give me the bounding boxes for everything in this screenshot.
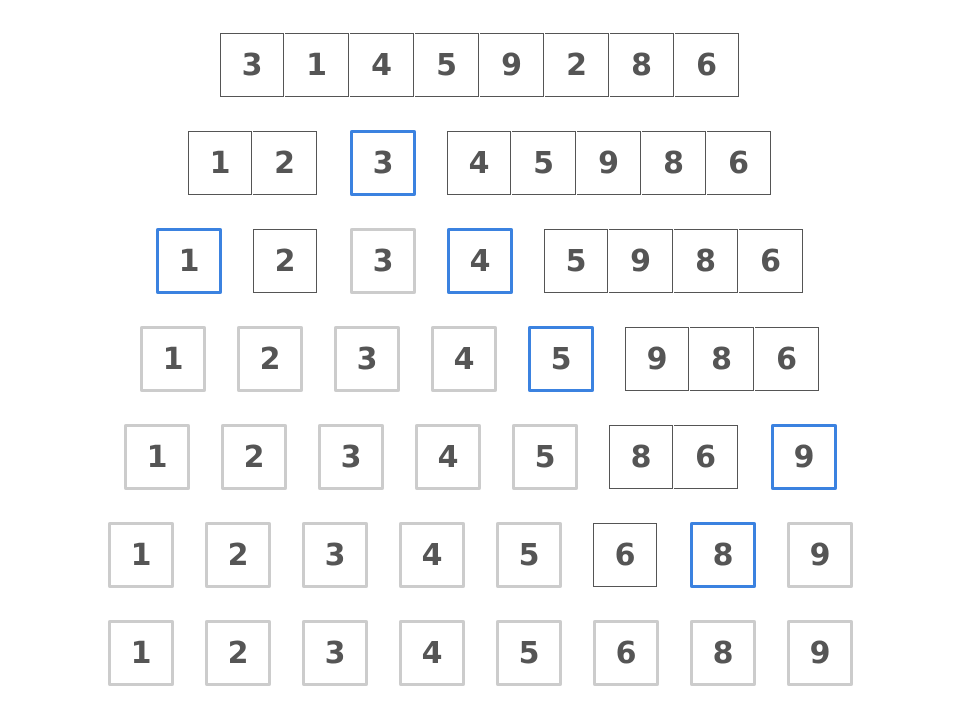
array-cell: 2: [253, 131, 317, 195]
array-cell: 8: [690, 327, 754, 391]
array-cell: 6: [739, 229, 803, 293]
sorted-cell: 1: [124, 424, 190, 490]
sorted-cell: 3: [350, 228, 416, 294]
sorted-cell: 2: [221, 424, 287, 490]
array-cell: 8: [674, 229, 738, 293]
sorted-cell: 8: [690, 620, 756, 686]
sorted-cell: 3: [302, 522, 368, 588]
array-cell: 5: [415, 33, 479, 97]
sorted-cell: 3: [334, 326, 400, 392]
sorted-cell: 2: [237, 326, 303, 392]
sorted-cell: 1: [108, 620, 174, 686]
array-cell: 3: [220, 33, 284, 97]
sorted-cell: 2: [205, 522, 271, 588]
pivot-cell: 8: [690, 522, 756, 588]
sorted-cell: 4: [399, 522, 465, 588]
array-cell: 2: [253, 229, 317, 293]
pivot-cell: 4: [447, 228, 513, 294]
array-cell: 6: [675, 33, 739, 97]
sorted-cell: 5: [496, 620, 562, 686]
sorted-cell: 3: [302, 620, 368, 686]
sorted-cell: 1: [108, 522, 174, 588]
array-cell: 6: [674, 425, 738, 489]
array-cell: 9: [577, 131, 641, 195]
array-cell: 6: [707, 131, 771, 195]
sorted-cell: 4: [431, 326, 497, 392]
sorted-cell: 4: [415, 424, 481, 490]
array-cell: 6: [593, 523, 657, 587]
pivot-cell: 9: [771, 424, 837, 490]
sorted-cell: 4: [399, 620, 465, 686]
array-cell: 8: [642, 131, 706, 195]
array-cell: 8: [609, 425, 673, 489]
sorted-cell: 1: [140, 326, 206, 392]
sorted-cell: 5: [496, 522, 562, 588]
array-cell: 1: [188, 131, 252, 195]
pivot-cell: 3: [350, 130, 416, 196]
array-cell: 5: [512, 131, 576, 195]
array-cell: 2: [545, 33, 609, 97]
pivot-cell: 5: [528, 326, 594, 392]
sorted-cell: 5: [512, 424, 578, 490]
array-cell: 1: [285, 33, 349, 97]
pivot-cell: 1: [156, 228, 222, 294]
array-cell: 8: [610, 33, 674, 97]
array-cell: 6: [755, 327, 819, 391]
array-cell: 5: [544, 229, 608, 293]
array-cell: 9: [609, 229, 673, 293]
sorted-cell: 9: [787, 620, 853, 686]
array-cell: 4: [350, 33, 414, 97]
array-cell: 4: [447, 131, 511, 195]
array-cell: 9: [480, 33, 544, 97]
sorted-cell: 9: [787, 522, 853, 588]
sorted-cell: 3: [318, 424, 384, 490]
sorted-cell: 2: [205, 620, 271, 686]
array-cell: 9: [625, 327, 689, 391]
sorted-cell: 6: [593, 620, 659, 686]
